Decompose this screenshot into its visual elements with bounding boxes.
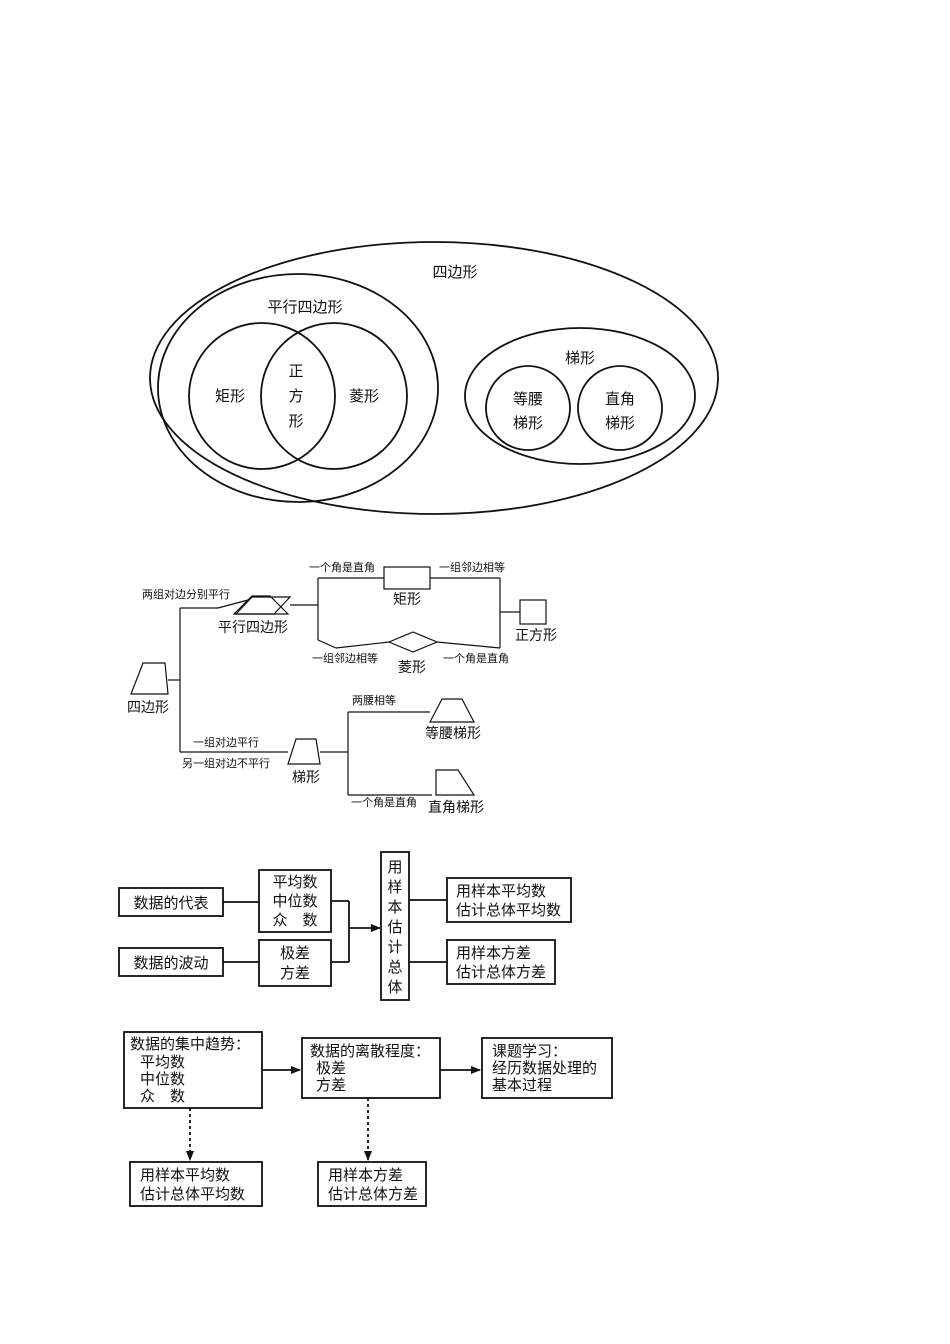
central-mode: 众 数 [140, 1087, 185, 1105]
tree-parallelogram-label: 平行四边形 [218, 620, 288, 636]
fluctuation-box [118, 947, 224, 977]
right-trapezoid-circle [577, 365, 663, 451]
dispersion-box [301, 1037, 441, 1099]
central-mean: 平均数 [140, 1053, 185, 1071]
quadrilateral-ellipse [149, 241, 719, 515]
range-label: 极差 [280, 944, 310, 962]
range-variance-box [258, 939, 332, 987]
estimate-variance-line-2: 估计总体方差 [456, 963, 546, 981]
trapezoid-ellipse [464, 327, 696, 465]
tree-legs-equal: 两腰相等 [352, 693, 396, 707]
central-median: 中位数 [140, 1070, 185, 1088]
dispersion-range: 极差 [316, 1059, 346, 1077]
mode-label: 众 数 [272, 911, 317, 929]
venn-isosceles-label-2: 梯形 [513, 414, 543, 432]
venn-square-label-2: 方 [288, 387, 303, 405]
tree-one-right-angle-bottom: 一个角是直角 [351, 795, 417, 809]
tree-quadrilateral-label: 四边形 [127, 700, 169, 716]
rhombus-circle [260, 322, 408, 470]
venn-right-label-1: 直角 [605, 390, 635, 408]
estimate-variance2-line-2: 估计总体方差 [328, 1185, 418, 1203]
central-title: 数据的集中趋势： [130, 1035, 250, 1053]
project-line-2: 经历数据处理的 [492, 1059, 597, 1077]
tree-one-pair-parallel: 一组对边平行 [193, 735, 259, 749]
square-shape [519, 599, 547, 625]
tree-rectangle-label: 矩形 [393, 592, 421, 608]
fluctuation-label: 数据的波动 [133, 954, 208, 972]
estimate-mean2-line-1: 用样本平均数 [140, 1166, 230, 1184]
estimate-mean2-line-2: 估计总体平均数 [140, 1185, 245, 1203]
estimate-mean-box-2 [129, 1161, 263, 1207]
rectangle-shape [383, 566, 431, 590]
quadrilateral-shape [130, 662, 169, 695]
right-trapezoid-shape [435, 769, 476, 796]
estimate-char-2: 本 [387, 898, 402, 916]
project-line-3: 基本过程 [492, 1076, 552, 1094]
venn-square-label-1: 正 [288, 362, 303, 380]
rectangle-circle [188, 322, 336, 470]
venn-diagram: 四边形 平行四边形 矩形 正 方 形 菱形 梯形 等腰 梯形 直角 梯形 [149, 241, 719, 515]
venn-trapezoid-label: 梯形 [565, 349, 595, 367]
dispersion-variance: 方差 [316, 1076, 346, 1094]
median-label: 中位数 [272, 892, 317, 910]
venn-quadrilateral-label: 四边形 [432, 263, 477, 281]
estimate-mean-box-1 [446, 877, 572, 923]
tree-adjacent-equal-bottom: 一组邻边相等 [312, 651, 378, 665]
estimate-char-4: 计 [387, 938, 402, 956]
tree-square-label: 正方形 [515, 628, 557, 644]
venn-rectangle-label: 矩形 [215, 387, 245, 405]
trapezoid-shape [287, 738, 321, 765]
tree-one-right-angle-top: 一个角是直角 [309, 560, 375, 574]
estimate-char-5: 总 [387, 958, 402, 976]
statistics-map-2: 数据的集中趋势： 平均数 中位数 众 数 数据的离散程度： 极差 方差 课题学习… [123, 1031, 613, 1207]
classification-tree: 四边形 两组对边分别平行 平行四边形 一个角是直角 矩形 一组邻边相等 一组邻边… [127, 560, 557, 816]
central-tendency-box [123, 1031, 263, 1109]
project-line-1: 课题学习： [492, 1042, 567, 1060]
tree-isosceles-trapezoid-label: 等腰梯形 [425, 725, 481, 742]
parallelogram-ellipse [157, 273, 439, 503]
mean-median-mode-box [258, 869, 332, 933]
estimate-variance-box-2 [317, 1161, 427, 1207]
estimate-mean-line-1: 用样本平均数 [456, 882, 546, 900]
tree-adjacent-equal-top: 一组邻边相等 [439, 560, 505, 574]
venn-right-label-2: 梯形 [605, 414, 635, 432]
tree-other-pair-not-parallel: 另一组对边不平行 [182, 756, 270, 770]
estimate-mean-line-2: 估计总体平均数 [456, 901, 561, 919]
tree-both-pairs-parallel: 两组对边分别平行 [142, 587, 230, 601]
estimate-char-1: 样 [387, 878, 402, 896]
estimate-char-3: 估 [387, 918, 402, 936]
mean-label: 平均数 [272, 873, 317, 891]
venn-isosceles-label-1: 等腰 [513, 390, 543, 408]
representative-box [118, 887, 224, 917]
isosceles-trapezoid-shape [429, 698, 475, 723]
venn-square-label-3: 形 [288, 412, 303, 430]
estimate-population-box [380, 851, 410, 1001]
variance-label: 方差 [280, 964, 310, 982]
statistics-map-1: 数据的代表 数据的波动 平均数 中位数 众 数 极差 方差 用 样 本 估 计 … [118, 851, 572, 1001]
tree-trapezoid-label: 梯形 [292, 770, 320, 786]
estimate-variance-line-1: 用样本方差 [456, 944, 531, 962]
project-study-box [481, 1037, 613, 1099]
tree-rhombus-label: 菱形 [398, 660, 426, 676]
estimate-char-6: 体 [387, 978, 402, 996]
parallelogram-shape [232, 595, 290, 615]
estimate-char-0: 用 [387, 858, 402, 876]
venn-parallelogram-label: 平行四边形 [267, 298, 342, 316]
dispersion-title: 数据的离散程度： [310, 1042, 430, 1060]
tree-right-trapezoid-label: 直角梯形 [428, 799, 484, 816]
tree-one-right-angle-mid: 一个角是直角 [443, 651, 509, 665]
parallelogram-outline [234, 596, 292, 615]
venn-rhombus-label: 菱形 [349, 387, 379, 405]
isosceles-trapezoid-circle [485, 365, 571, 451]
representative-label: 数据的代表 [133, 894, 208, 912]
estimate-variance2-line-1: 用样本方差 [328, 1166, 403, 1184]
rhombus-shape [387, 631, 439, 653]
estimate-variance-box-1 [446, 939, 556, 985]
